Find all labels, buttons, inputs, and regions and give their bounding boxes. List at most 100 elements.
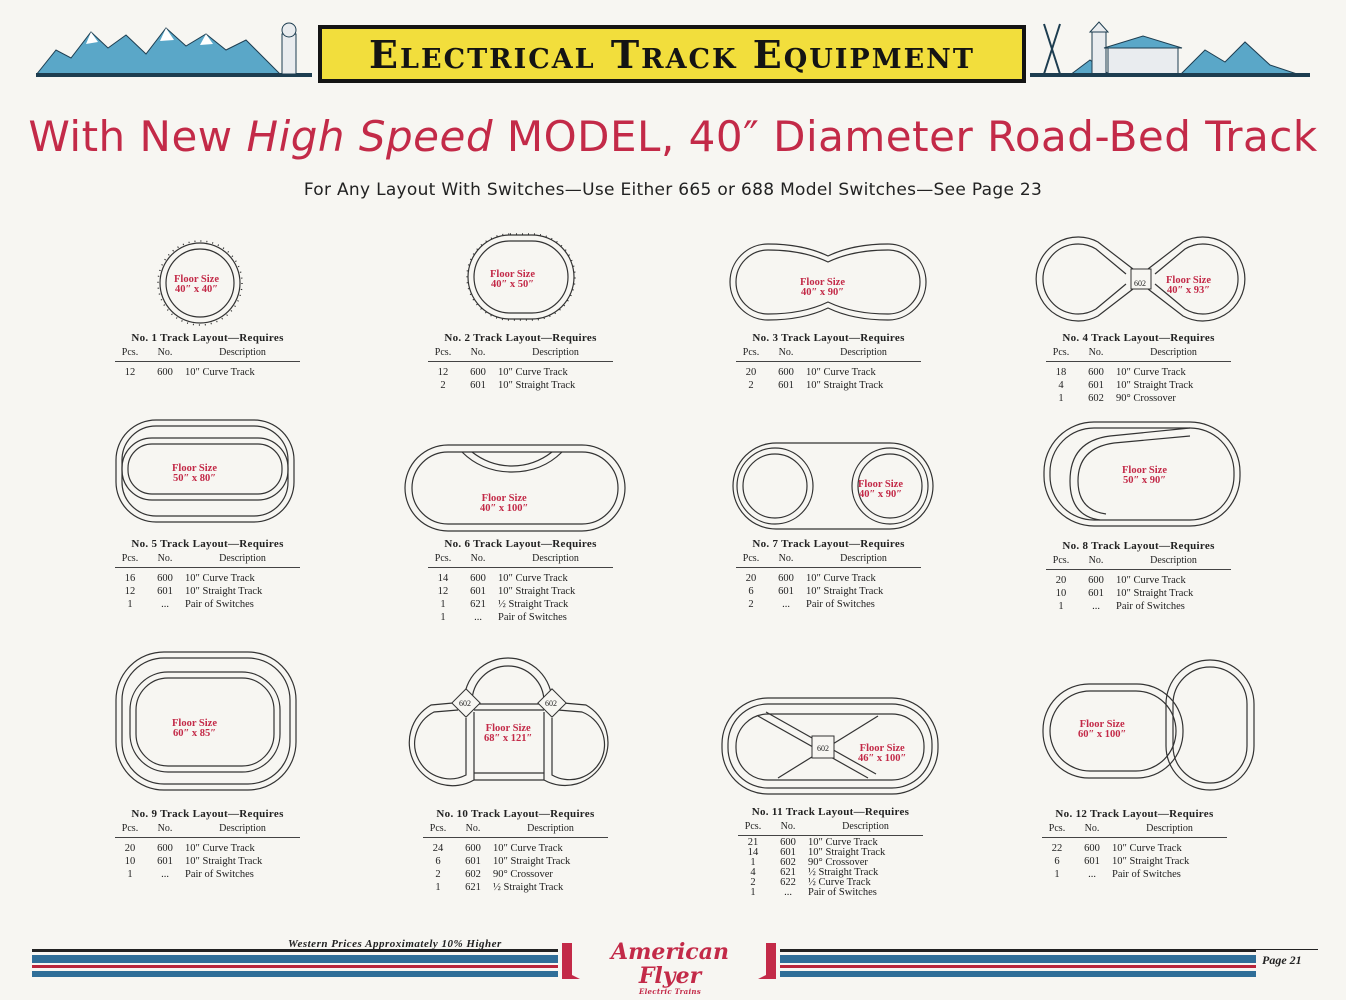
layout-title: No. 2 Track Layout—Requires [444,332,597,344]
table-row: 1...Pair of Switches [1046,600,1231,613]
requirements-table: No. 10 Track Layout—Requires Pcs.No.Desc… [423,808,608,894]
floor-dims: 68″ x 121″ [484,733,533,744]
cell-no: 600 [157,367,173,378]
cell-desc: 10″ Curve Track [498,573,568,584]
cell-no: ... [474,612,482,623]
requirements-table: No. 12 Track Layout—Requires Pcs.No.Desc… [1042,808,1227,881]
floor-size-label: Floor Size 46″ x 100″ [858,743,906,764]
floor-label: Floor Size [1079,719,1125,730]
col-no: No. [157,347,173,358]
track-layout-12: Floor Size 60″ x 100″ No. 12 Track Layou… [1040,656,1260,886]
floor-dims: 40″ x 90″ [800,287,845,298]
track-diagram-8 [1043,421,1241,527]
logo-text: American Flyer [611,939,729,989]
floor-dims: 50″ x 80″ [172,473,217,484]
floor-dims: 60″ x 85″ [172,728,217,739]
cell-pcs: 10 [1055,588,1067,599]
col-no: No. [157,553,173,564]
track-diagram-9 [115,651,297,791]
col-desc: Description [527,823,574,834]
cell-no: 601 [157,856,173,867]
floor-label: Floor Size [174,274,220,285]
banner-title: Electrical Track Equipment [369,31,975,77]
floor-label: Floor Size [172,463,218,474]
cell-desc: 10″ Straight Track [1116,588,1194,599]
col-no: No. [1088,347,1104,358]
cell-desc: 10″ Curve Track [493,843,563,854]
cell-pcs: 20 [124,843,136,854]
cell-desc: Pair of Switches [185,869,254,880]
cell-no: 601 [780,847,796,858]
cell-pcs: 12 [124,586,136,597]
cell-desc: 10″ Straight Track [806,586,884,597]
table-row: 1...Pair of Switches [738,887,923,898]
cell-pcs: 16 [124,573,136,584]
cell-pcs: 1 [1054,869,1060,880]
cell-pcs: 20 [745,367,757,378]
layout-title: No. 11 Track Layout—Requires [751,806,910,818]
cell-desc: 10″ Straight Track [498,380,576,391]
table-header: Pcs.No.Description [736,347,921,362]
cell-desc: 10″ Curve Track [185,367,255,378]
table-header: Pcs.No.Description [428,553,613,568]
track-layout-10: 602 602 Floor Size 68″ x 121″ No. 10 Tra… [386,640,646,893]
cell-desc: 10″ Straight Track [498,586,576,597]
col-no: No. [470,347,486,358]
crossover-label: 602 [1134,279,1146,288]
table-header: Pcs.No.Description [423,823,608,838]
cell-pcs: 2 [440,380,446,391]
headline-part-1: With New [28,112,247,161]
cell-pcs: 1 [127,599,133,610]
layout-title: No. 12 Track Layout—Requires [1055,808,1214,820]
track-diagram-6 [404,444,626,532]
cell-no: ... [1092,601,1100,612]
col-pcs: Pcs. [434,553,452,564]
cell-pcs: 1 [750,857,756,868]
requirements-table: No. 7 Track Layout—Requires Pcs.No.Descr… [736,538,921,611]
col-desc: Description [1150,555,1197,566]
floor-dims: 40″ x 50″ [490,279,535,290]
layout-title: No. 8 Track Layout—Requires [1062,540,1215,552]
cell-no: 600 [778,573,794,584]
cell-no: 621 [465,882,481,893]
cell-no: 600 [1088,367,1104,378]
cell-pcs: 4 [750,867,756,878]
american-flyer-logo: American Flyer Electric Trains [590,940,750,996]
requirements-table: No. 4 Track Layout—Requires Pcs.No.Descr… [1046,332,1231,405]
cell-desc: Pair of Switches [498,612,567,623]
cell-no: 600 [157,573,173,584]
western-prices-note: Western Prices Approximately 10% Higher [288,938,502,950]
col-desc: Description [842,821,889,832]
floor-dims: 50″ x 90″ [1122,475,1167,486]
col-pcs: Pcs. [434,347,452,358]
layout-title: No. 10 Track Layout—Requires [436,808,595,820]
cell-no: 600 [778,367,794,378]
col-pcs: Pcs. [742,553,760,564]
cell-desc: 10″ Straight Track [185,856,263,867]
cell-pcs: 1 [440,599,446,610]
cell-no: ... [1088,869,1096,880]
cell-desc: 90° Crossover [1116,393,1176,404]
col-no: No. [1084,823,1100,834]
cell-desc: 90° Crossover [493,869,553,880]
headline-italic: High Speed [246,112,494,161]
requirements-table: No. 9 Track Layout—Requires Pcs.No.Descr… [115,808,300,881]
requirements-table: No. 5 Track Layout—Requires Pcs.No.Descr… [115,538,300,611]
floor-label: Floor Size [800,277,846,288]
cell-desc: ½ Straight Track [493,882,564,893]
layout-title: No. 3 Track Layout—Requires [752,332,905,344]
col-no: No. [778,347,794,358]
floor-dims: 40″ x 100″ [480,503,529,514]
col-desc: Description [840,347,887,358]
col-desc: Description [840,553,887,564]
cell-desc: 10″ Straight Track [808,847,886,858]
cell-no: 602 [780,857,796,868]
col-pcs: Pcs. [121,823,139,834]
table-header: Pcs.No.Description [738,821,923,836]
cell-pcs: 14 [747,847,759,858]
